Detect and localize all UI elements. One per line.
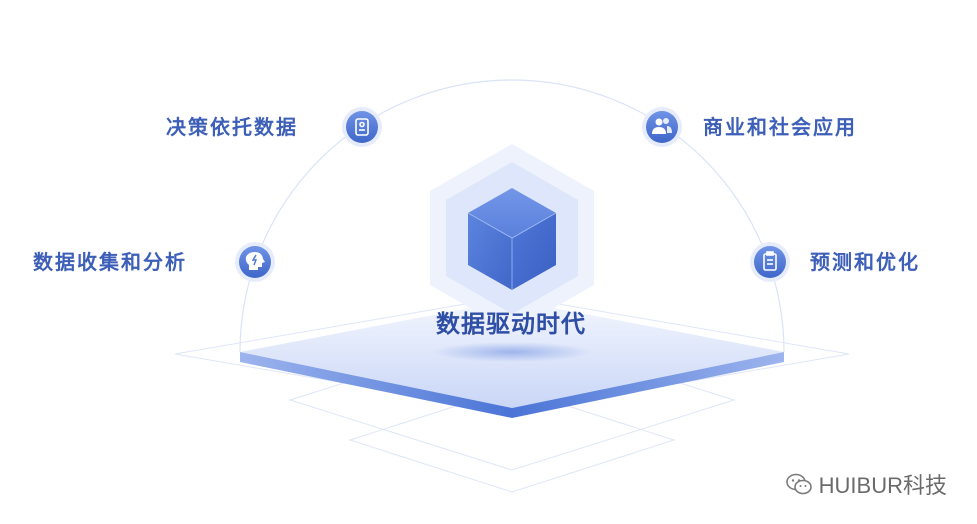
head-bulb-icon (245, 252, 265, 270)
node-icon-collection (235, 242, 275, 282)
node-icon-application (642, 107, 682, 147)
users-icon (652, 118, 672, 134)
center-title: 数据驱动时代 (436, 310, 586, 338)
wechat-icon (785, 473, 812, 495)
node-icon-decision (342, 107, 382, 147)
node-label-collection: 数据收集和分析 (33, 250, 187, 274)
node-label-decision: 决策依托数据 (166, 115, 298, 139)
watermark: HUIBUR科技 (785, 468, 947, 500)
id-card-icon (355, 118, 369, 136)
clipboard-icon (763, 251, 777, 271)
orbit-arc (239, 79, 785, 353)
main-platform (240, 300, 784, 418)
watermark-text: HUIBUR科技 (818, 473, 947, 498)
node-icon-prediction (750, 242, 790, 282)
node-label-prediction: 预测和优化 (810, 250, 920, 274)
cube-icon (467, 188, 557, 290)
node-label-application: 商业和社会应用 (703, 115, 857, 139)
